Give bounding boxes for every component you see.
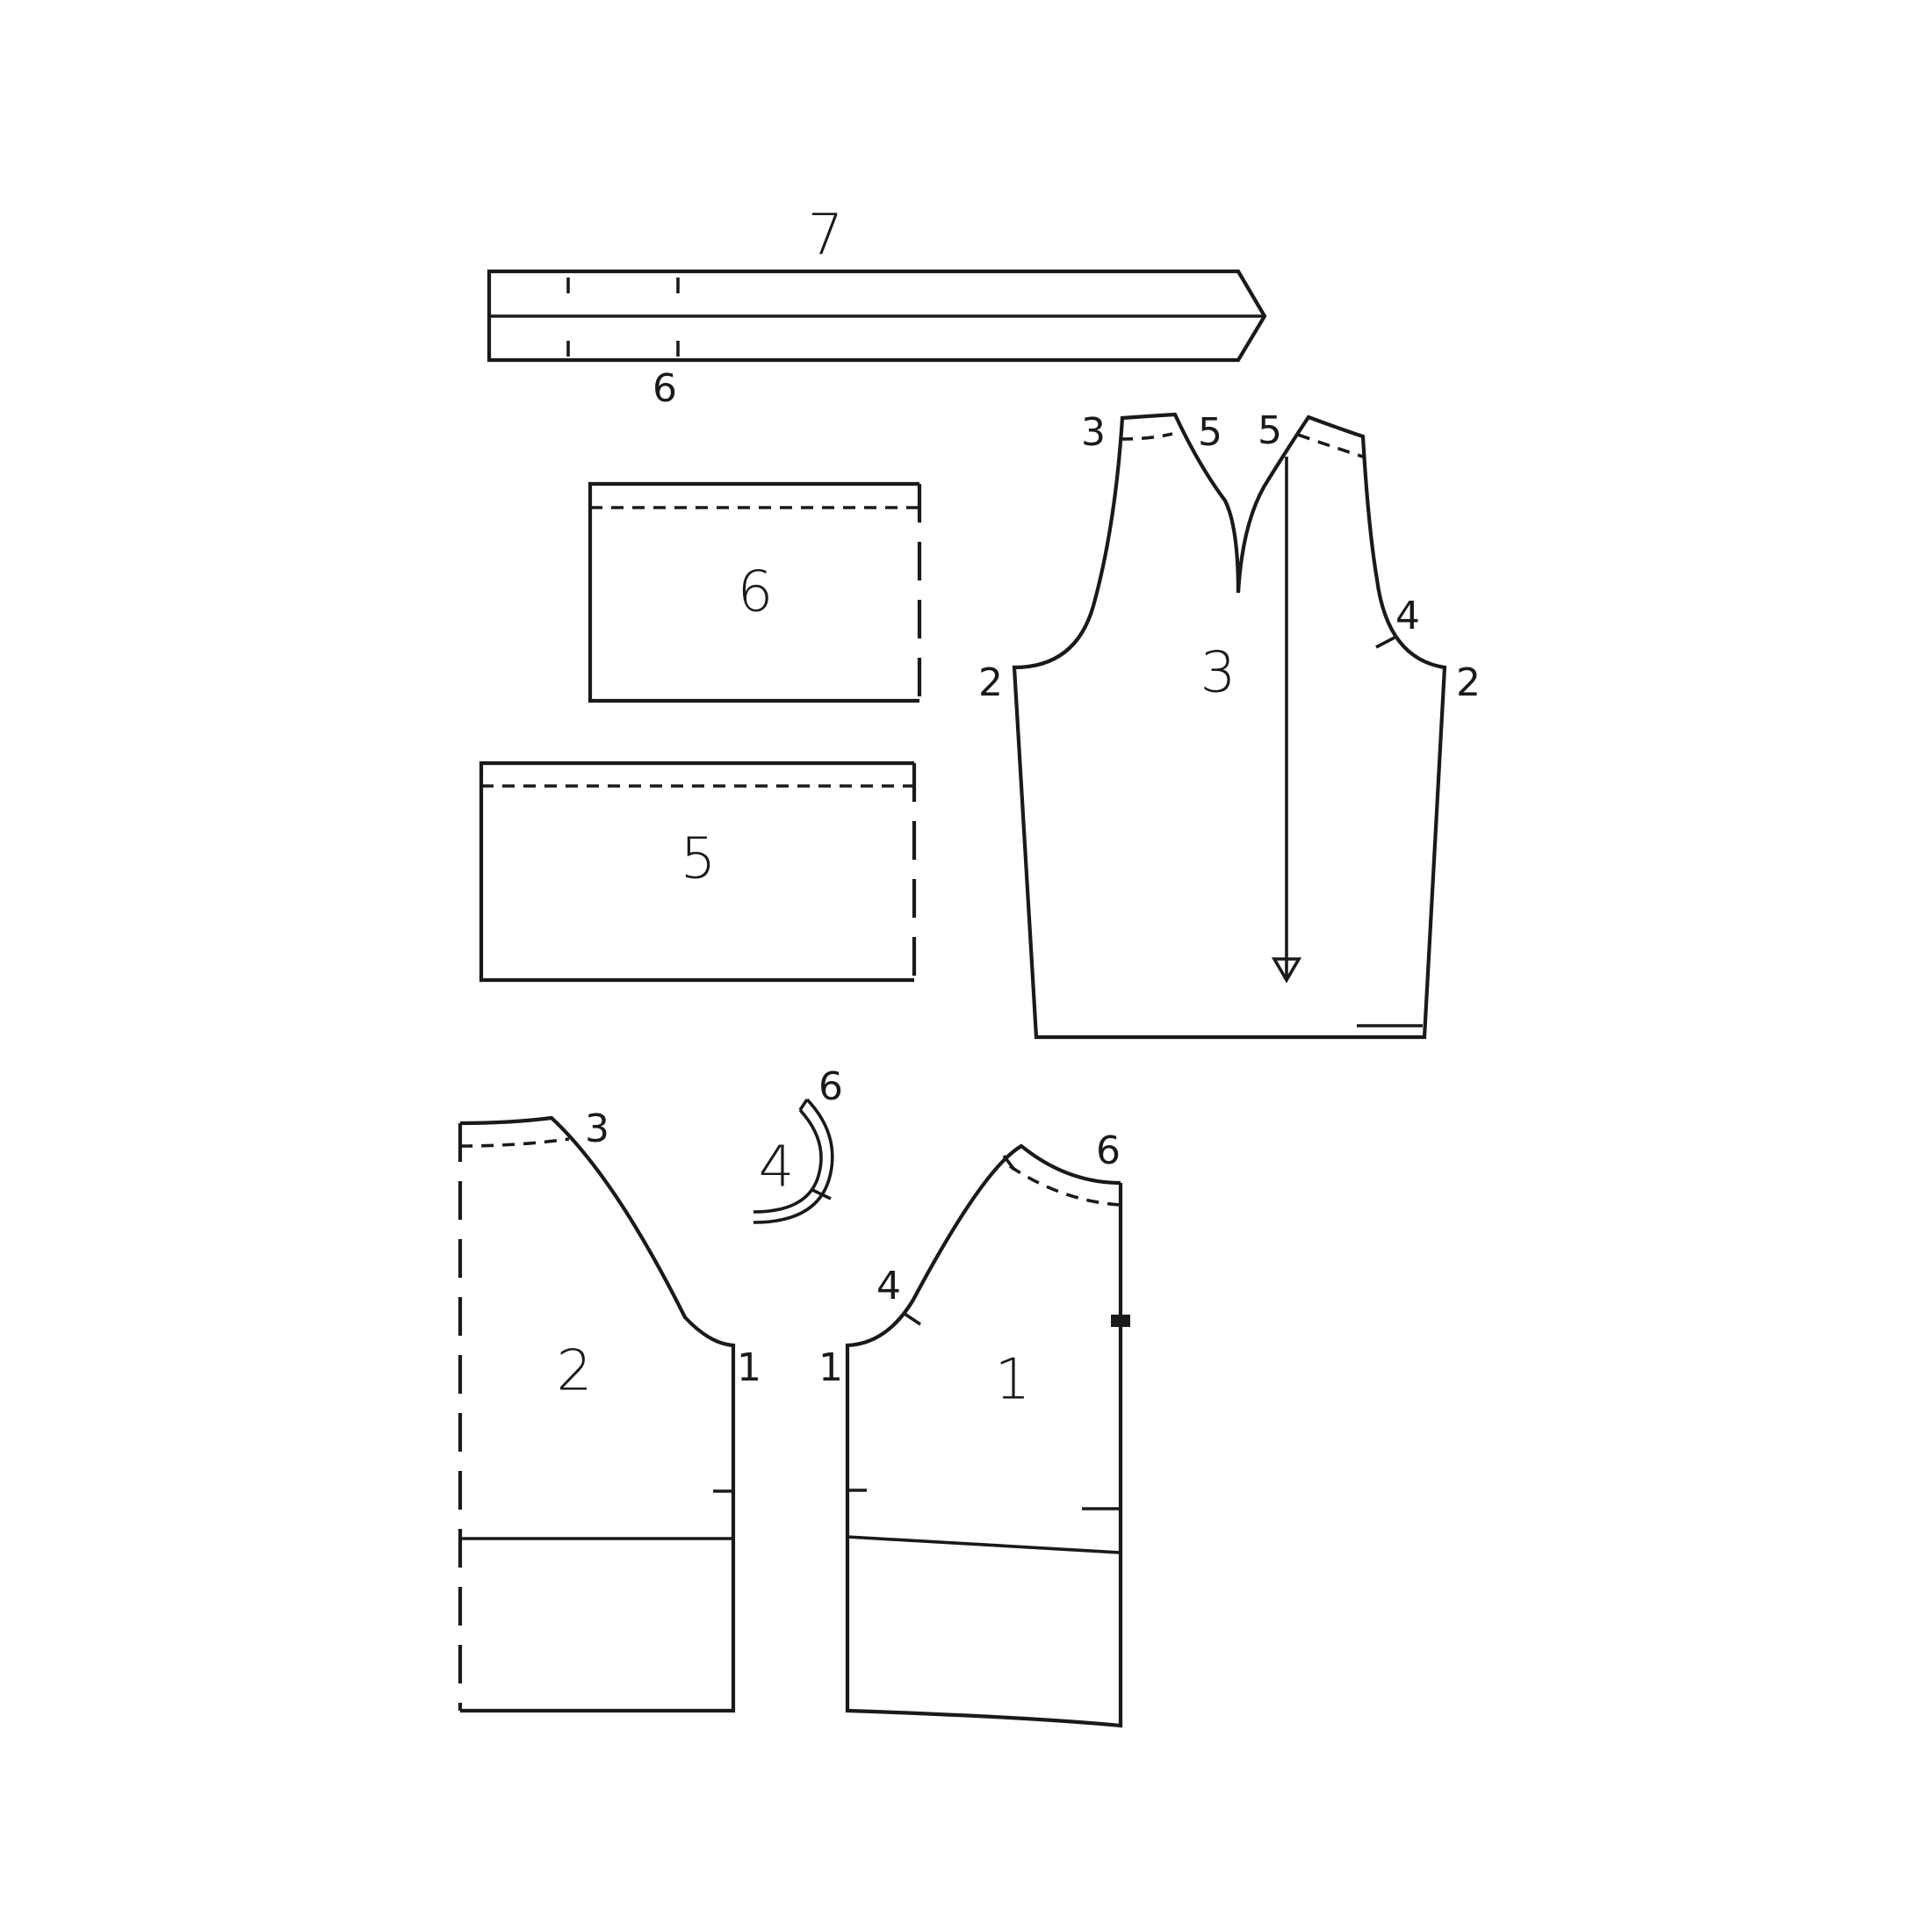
pocket-small-label: 6 (738, 560, 774, 625)
back-armhole-notch (1375, 636, 1395, 649)
tie-piece: 7 6 (487, 204, 1267, 411)
front-piece: 1 1 4 6 (818, 1128, 1130, 1728)
sleeve-back-half-outline (459, 1115, 736, 1713)
neck-facing-notch (811, 1188, 832, 1200)
neck-facing-mark-end: 6 (818, 1064, 843, 1109)
back-label: 3 (1200, 641, 1236, 706)
front-outline (845, 1143, 1123, 1728)
sleeve-back-half-mark-top: 3 (585, 1107, 609, 1151)
tie-outline (487, 269, 1267, 363)
neck-facing-end (798, 1099, 809, 1111)
front-armhole-notch (904, 1312, 921, 1326)
front-button-mark-icon (1111, 1315, 1130, 1327)
sleeve-back-half-mark-underarm: 1 (737, 1345, 761, 1390)
neck-facing-outer-edge (753, 1098, 834, 1224)
back-grainline-arrow-icon (1271, 957, 1302, 984)
back-mark-neck-mid-right: 5 (1258, 408, 1282, 453)
front-mark-underarm: 1 (818, 1345, 843, 1390)
tie-notch-label: 6 (652, 366, 677, 411)
back-mark-side-left: 2 (978, 660, 1003, 705)
pocket-large-label: 5 (681, 827, 717, 892)
neck-facing-piece: 4 6 (753, 1064, 843, 1224)
sleeve-back-half-seam-allowance (459, 1137, 570, 1148)
front-neck-seam-allowance (1009, 1164, 1121, 1207)
front-mark-neck: 6 (1096, 1128, 1121, 1173)
back-mark-neck-left: 3 (1081, 410, 1106, 455)
back-neck-seam-left (1120, 432, 1173, 441)
pocket-small-outline (588, 481, 919, 703)
back-mark-neck-mid-left: 5 (1198, 410, 1222, 455)
front-label: 1 (995, 1348, 1031, 1413)
front-hem-line (847, 1535, 1121, 1554)
front-mark-notch: 4 (876, 1264, 901, 1308)
tie-label: 7 (808, 204, 844, 269)
neck-facing-inner-edge (753, 1108, 823, 1214)
back-piece: 3 3 5 5 4 2 2 (978, 408, 1481, 1040)
back-neck-seam-right (1297, 433, 1364, 458)
pocket-large-outline (479, 761, 914, 983)
sleeve-back-half-label: 2 (557, 1339, 593, 1404)
back-mark-side-right: 2 (1456, 660, 1481, 705)
back-outline (1012, 412, 1447, 1040)
sleeve-back-half-piece: 2 3 1 (458, 1107, 761, 1713)
pocket-large-piece: 5 (479, 761, 917, 983)
front-neck-notch (1002, 1154, 1016, 1171)
neck-facing-label: 4 (759, 1135, 795, 1200)
back-mark-armhole: 4 (1395, 594, 1420, 638)
pocket-small-piece: 6 (588, 481, 922, 703)
